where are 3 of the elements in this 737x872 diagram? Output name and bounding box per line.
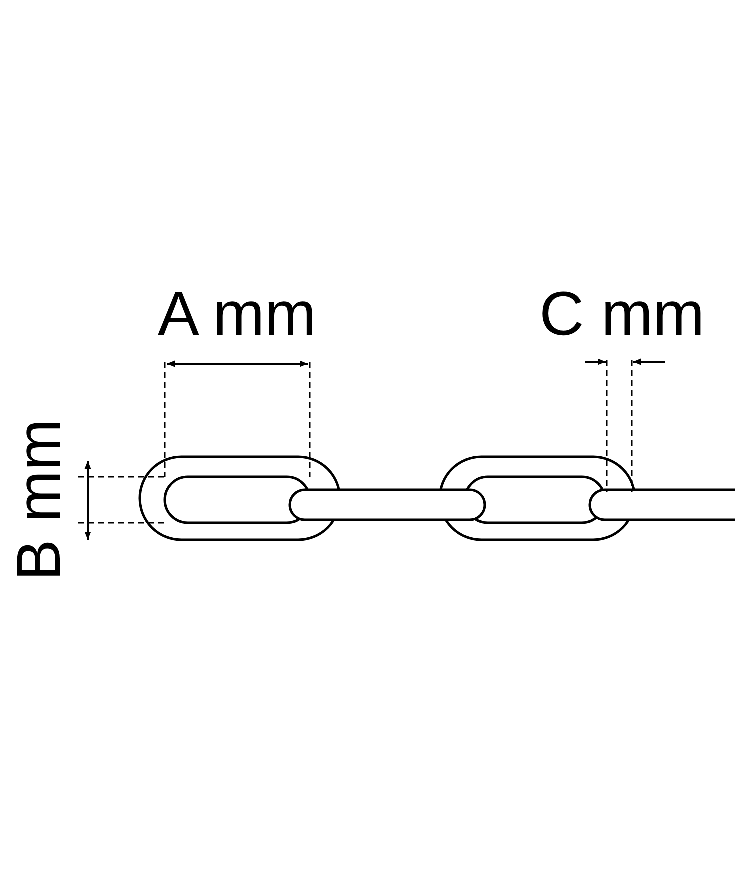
dimension-label: B mm bbox=[8, 419, 71, 581]
dimension-label: A mm bbox=[158, 284, 316, 346]
dimension-label: C mm bbox=[540, 284, 705, 346]
